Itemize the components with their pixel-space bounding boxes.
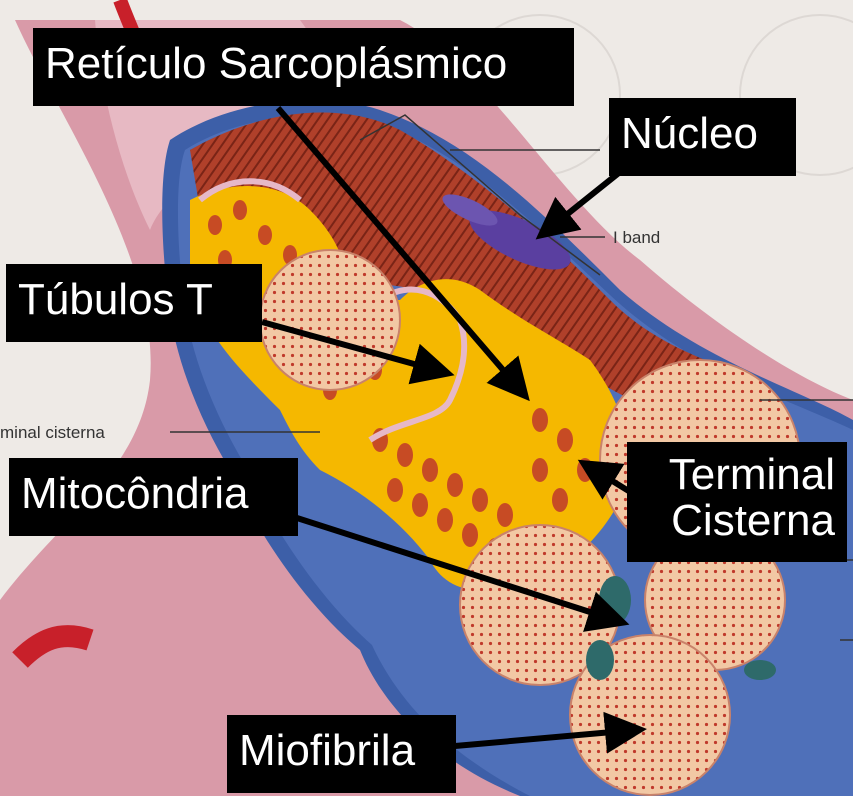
- mitochondrion: [744, 660, 776, 680]
- i-band-label: I band: [613, 228, 660, 248]
- label-terminal-line1: Terminal: [639, 452, 835, 498]
- myofibril-cross-section: [260, 250, 400, 390]
- label-reticulo-sarcoplasmico: Retículo Sarcoplásmico: [33, 28, 574, 106]
- label-mitocondria: Mitocôndria: [9, 458, 298, 536]
- label-nucleo: Núcleo: [609, 98, 796, 176]
- terminal-cisterna-small-label: minal cisterna: [0, 423, 105, 443]
- label-tubulos-t: Túbulos T: [6, 264, 262, 342]
- mitochondrion: [586, 640, 614, 680]
- label-terminal-line2: Cisterna: [639, 498, 835, 544]
- label-miofibrila: Miofibrila: [227, 715, 456, 793]
- label-terminal-cisterna: Terminal Cisterna: [627, 442, 847, 562]
